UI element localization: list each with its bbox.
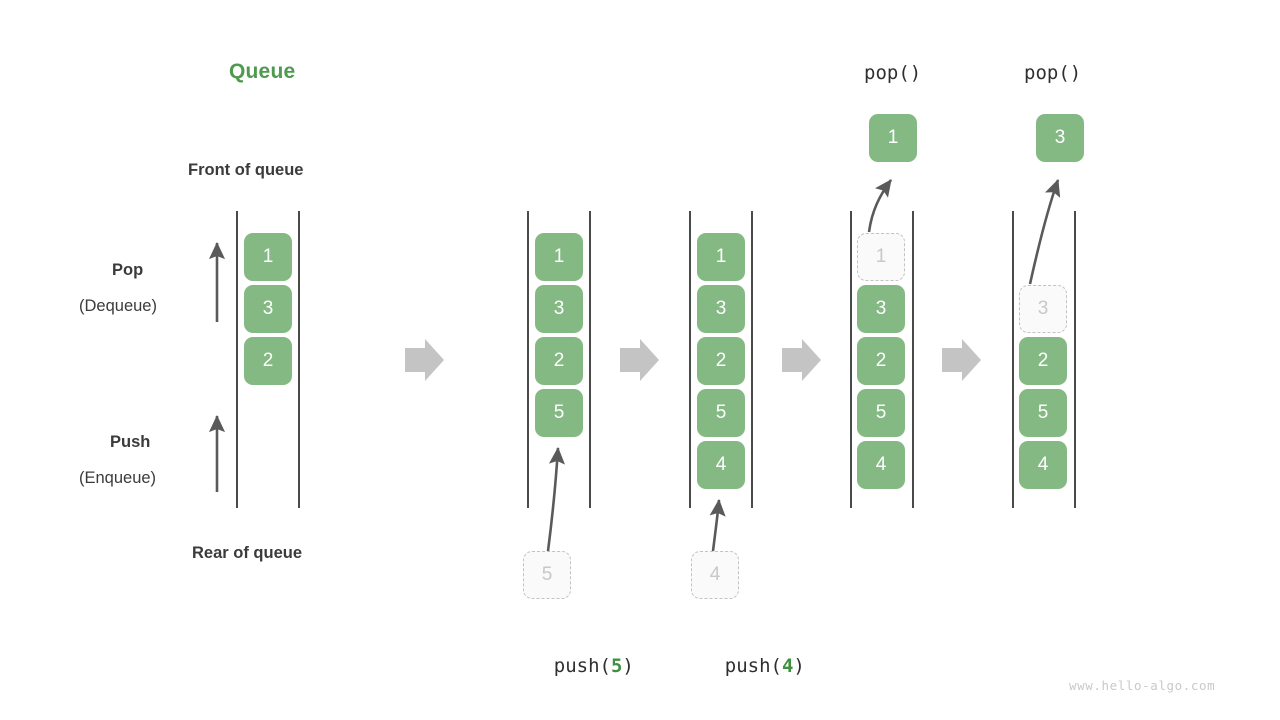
popped-ghost-cell: 3	[1019, 285, 1067, 333]
caption-push-5: push(5)	[508, 633, 634, 699]
enqueue-label: (Enqueue)	[79, 469, 157, 487]
queue-cell: 5	[1019, 389, 1067, 437]
queue-cell: 1	[697, 233, 745, 281]
incoming-ghost-cell: 4	[691, 551, 739, 599]
rear-of-queue-label: Rear of queue	[192, 544, 303, 562]
queue-cell: 2	[857, 337, 905, 385]
caption-push-4-fn: push(	[724, 655, 782, 677]
pop-label: Pop	[112, 261, 144, 279]
queue-cell: 2	[697, 337, 745, 385]
caption-push-4-close: )	[793, 655, 805, 677]
queue-cell: 4	[857, 441, 905, 489]
op-label-pop-2: pop()	[1024, 62, 1082, 84]
caption-push-5-close: )	[622, 655, 634, 677]
dequeue-label: (Dequeue)	[79, 297, 157, 315]
queue-cell: 4	[697, 441, 745, 489]
queue-cell: 5	[857, 389, 905, 437]
queue-cell: 4	[1019, 441, 1067, 489]
queue-cell: 1	[244, 233, 292, 281]
queue-cell: 2	[1019, 337, 1067, 385]
popped-value-cell: 1	[869, 114, 917, 162]
rail-left	[850, 211, 852, 508]
queue-cell: 2	[535, 337, 583, 385]
rail-right	[1074, 211, 1076, 508]
queue-cell: 5	[697, 389, 745, 437]
rail-left	[1012, 211, 1014, 508]
queue-cell: 1	[535, 233, 583, 281]
page-title: Queue	[229, 60, 296, 83]
rail-right	[751, 211, 753, 508]
transition-arrow-1	[405, 339, 444, 381]
push-label: Push	[110, 433, 151, 451]
rail-right	[298, 211, 300, 508]
caption-push-4-arg: 4	[781, 655, 794, 677]
front-of-queue-label: Front of queue	[188, 161, 304, 179]
queue-cell: 2	[244, 337, 292, 385]
popped-value-cell: 3	[1036, 114, 1084, 162]
rail-right	[589, 211, 591, 508]
rail-right	[912, 211, 914, 508]
push-5-arrow	[546, 446, 566, 552]
transition-arrow-3	[782, 339, 821, 381]
popped-ghost-cell: 1	[857, 233, 905, 281]
queue-cell: 3	[244, 285, 292, 333]
pop-3-arrow	[1028, 179, 1061, 285]
caption-push-5-arg: 5	[610, 655, 623, 677]
caption-push-4: push(4)	[679, 633, 805, 699]
rail-left	[527, 211, 529, 508]
caption-push-5-fn: push(	[553, 655, 611, 677]
queue-cell: 3	[857, 285, 905, 333]
push-4-arrow	[709, 498, 726, 552]
op-label-pop-1: pop()	[864, 62, 922, 84]
transition-arrow-2	[620, 339, 659, 381]
queue-cell: 3	[535, 285, 583, 333]
rail-left	[236, 211, 238, 508]
queue-cell: 5	[535, 389, 583, 437]
incoming-ghost-cell: 5	[523, 551, 571, 599]
watermark: www.hello-algo.com	[1069, 678, 1216, 693]
transition-arrow-4	[942, 339, 981, 381]
rail-left	[689, 211, 691, 508]
pop-1-arrow	[867, 179, 893, 233]
queue-cell: 3	[697, 285, 745, 333]
